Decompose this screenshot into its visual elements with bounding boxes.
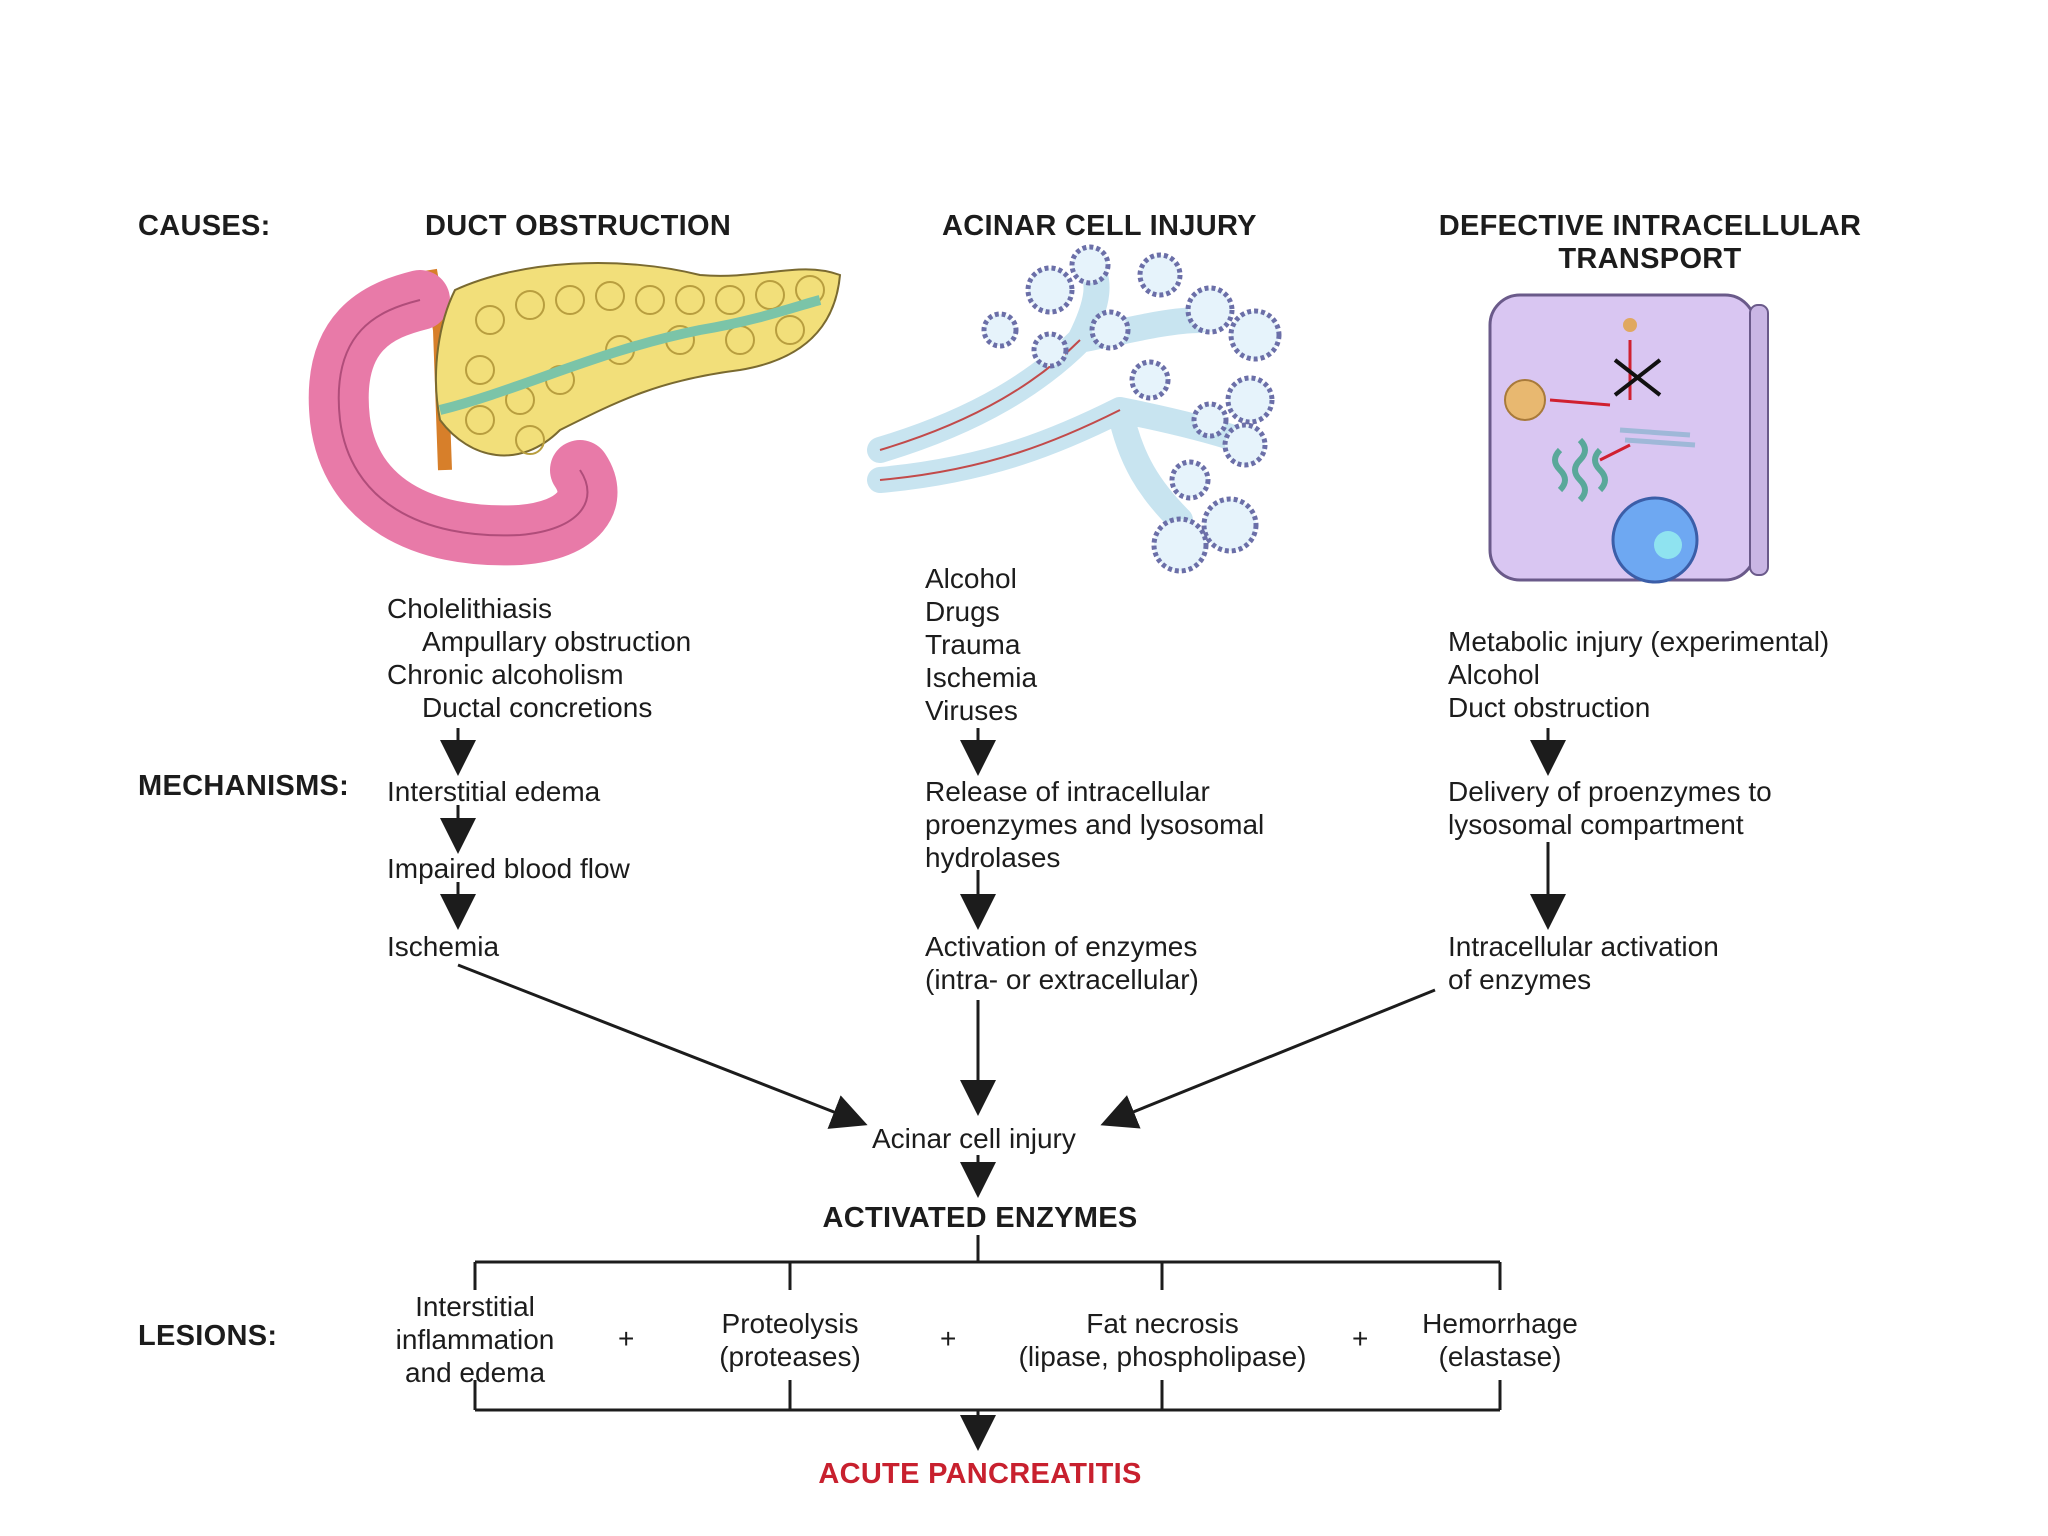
activated-enzymes-node: ACTIVATED ENZYMES [822,1202,1138,1234]
transport-mechanism: lysosomal compartment [1448,809,1744,840]
duct-cause: Ampullary obstruction [422,626,692,657]
lesion-fat-necrosis-line: (lipase, phospholipase) [1018,1341,1307,1372]
row-label-mechanisms: MECHANISMS: [138,770,350,802]
lesion-hemorrhage-line: Hemorrhage [1422,1308,1578,1339]
transport-mechanism: of enzymes [1448,964,1592,995]
acinar-cause: Drugs [925,596,1000,627]
acinar-cause: Viruses [925,695,1018,726]
acinar-mechanism: proenzymes and lysosomal [925,809,1265,840]
duct-mechanism: Interstitial edema [387,776,601,807]
lesion-proteolysis-line: Proteolysis [721,1308,859,1339]
column-title-transport-line1: DEFECTIVE INTRACELLULAR [1438,210,1862,242]
lesion-inflammation-line: inflammation [395,1324,555,1355]
acinar-mechanism: hydrolases [925,842,1061,873]
acinar-cell-injury-node: Acinar cell injury [872,1123,1076,1154]
duct-cause: Ductal concretions [422,692,653,723]
plus-sign: + [1352,1323,1369,1354]
acinar-cause: Trauma [925,629,1021,660]
transport-cause: Duct obstruction [1448,692,1651,723]
transport-cause: Alcohol [1448,659,1540,690]
transport-mechanism: Delivery of proenzymes to [1448,776,1772,807]
column-title-duct: DUCT OBSTRUCTION [425,210,732,242]
acinar-mechanism: Release of intracellular [925,776,1210,807]
pancreas-illustration [308,262,842,566]
duct-mechanism: Ischemia [387,931,500,962]
lesion-inflammation-line: and edema [404,1357,546,1388]
acinar-cause: Ischemia [925,662,1038,693]
flow-arrows [440,728,1566,1451]
acinar-mechanism: Activation of enzymes [925,931,1198,962]
acinar-mechanism: (intra- or extracellular) [925,964,1199,995]
transport-mechanism: Intracellular activation [1448,931,1719,962]
column-title-transport-line2: TRANSPORT [1558,243,1742,275]
column-title-acinar: ACINAR CELL INJURY [942,210,1257,242]
row-label-causes: CAUSES: [138,210,271,242]
duct-mechanism: Impaired blood flow [387,853,630,884]
duct-cause: Chronic alcoholism [387,659,624,690]
transport-cause: Metabolic injury (experimental) [1448,626,1830,657]
acinar-cause: Alcohol [925,563,1017,594]
plus-sign: + [618,1323,635,1354]
duct-cause: Cholelithiasis [387,593,552,624]
lesion-fat-necrosis-line: Fat necrosis [1086,1308,1239,1339]
row-label-lesions: LESIONS: [138,1320,278,1352]
lesion-inflammation-line: Interstitial [415,1291,535,1322]
plus-sign: + [940,1323,957,1354]
acinar-cluster-illustration [867,244,1282,574]
outcome-acute-pancreatitis: ACUTE PANCREATITIS [818,1458,1142,1490]
lesion-hemorrhage-line: (elastase) [1438,1341,1562,1372]
lesion-proteolysis-line: (proteases) [719,1341,861,1372]
cell-transport-illustration [1488,293,1769,584]
